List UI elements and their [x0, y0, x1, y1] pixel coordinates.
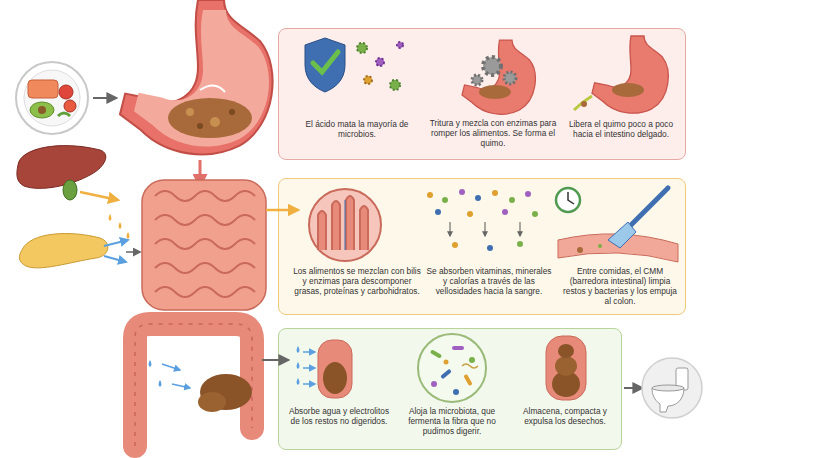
step-text: Entre comidas, el CMM (barredora intesti…	[559, 266, 681, 306]
stomach-illustration	[120, 0, 273, 154]
stomach-illustration	[210, 117, 220, 127]
liver-pancreas	[80, 192, 118, 200]
step-text: Absorbe agua y electrolitos de los resto…	[287, 406, 391, 426]
stomach-illustration	[168, 98, 252, 138]
small-intestine	[155, 239, 255, 249]
step-panel: Absorbe agua y electrolitos de los resto…	[278, 328, 622, 450]
liver-pancreas	[126, 251, 140, 253]
flow-arrow	[93, 97, 116, 99]
small-intestine	[155, 215, 255, 225]
large-intestine	[198, 392, 226, 412]
flow-arrow	[199, 160, 202, 186]
toilet-icon	[642, 358, 702, 418]
step-panel: Los alimentos se mezclan con bilis y enz…	[278, 178, 686, 315]
large-intestine	[172, 384, 190, 388]
liver-pancreas	[104, 240, 128, 246]
food-plate	[16, 62, 88, 134]
liver-pancreas	[17, 146, 106, 189]
step-panel: El ácido mata la mayoría de microbios. Tr…	[278, 28, 686, 160]
large-intestine	[162, 364, 180, 370]
food-plate	[59, 85, 73, 99]
large-intestine	[135, 324, 252, 446]
toilet-icon	[676, 368, 688, 390]
step-text: Se absorben vitaminas, minerales y calor…	[425, 266, 553, 296]
stomach-illustration	[186, 108, 194, 116]
food-plate	[30, 102, 54, 118]
liver-pancreas	[127, 232, 130, 239]
step-text: Tritura y mezcla con enzimas para romper…	[429, 118, 557, 148]
large-intestine	[149, 360, 152, 367]
small-intestine	[142, 180, 266, 310]
step-text: Libera el quimo poco a poco hacia el int…	[563, 119, 679, 139]
small-intestine	[155, 191, 255, 201]
liver-pancreas	[17, 146, 140, 268]
food-plate	[58, 113, 70, 116]
step-text: Los alimentos se mezclan con bilis y enz…	[293, 266, 421, 296]
step-text: Aloja la microbiota, que fermenta la fib…	[397, 406, 507, 436]
toilet-icon	[652, 388, 684, 412]
toilet-icon	[652, 385, 684, 391]
small-intestine	[155, 287, 255, 297]
food-plate	[38, 106, 46, 114]
food-plate	[64, 100, 76, 112]
food-plate	[24, 70, 80, 126]
stomach-illustration	[134, 10, 269, 147]
step-text: El ácido mata la mayoría de microbios.	[295, 119, 419, 139]
flow-arrow	[624, 387, 642, 389]
small-intestine	[155, 263, 255, 273]
liver-pancreas	[63, 180, 77, 200]
large-intestine	[200, 374, 252, 410]
large-intestine	[159, 380, 162, 387]
liver-pancreas	[109, 214, 112, 221]
small-intestine	[142, 180, 266, 310]
liver-pancreas	[119, 222, 122, 229]
stomach-illustration	[200, 85, 225, 92]
food-plate	[28, 80, 58, 98]
liver-pancreas	[19, 234, 108, 268]
large-intestine	[135, 324, 252, 446]
stomach-illustration	[120, 0, 273, 154]
liver-pancreas	[104, 256, 126, 262]
stomach-illustration	[229, 109, 235, 115]
toilet-icon	[642, 358, 702, 418]
large-intestine	[135, 324, 252, 446]
food-plate	[16, 62, 88, 134]
stomach-illustration	[197, 123, 203, 129]
step-text: Almacena, compacta y expulsa los desecho…	[513, 406, 617, 426]
